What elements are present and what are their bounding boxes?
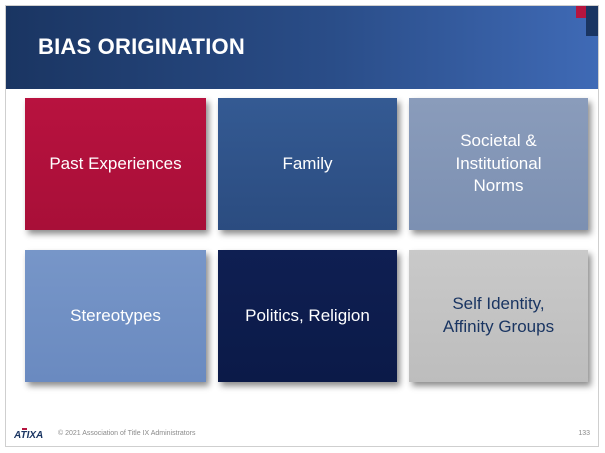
slide-title: BIAS ORIGINATION [38, 34, 245, 59]
corner-accent-blue [586, 6, 598, 36]
tile-label: Politics, Religion [245, 305, 370, 325]
tile-past-experiences: Past Experiences [25, 98, 206, 230]
tile-politics-religion: Politics, Religion [218, 250, 397, 382]
tile-label-line-3: Norms [473, 176, 524, 196]
tile-societal-institutional-norms: Societal & Institutional Norms [409, 98, 588, 230]
header-band [6, 6, 598, 89]
tile-label-line-2: Institutional [455, 153, 542, 173]
tile-label-line-2: Affinity Groups [442, 317, 555, 336]
tile-label-line-1: Societal & [460, 130, 537, 150]
footer-copyright: © 2021 Association of Title IX Administr… [58, 430, 196, 437]
tile-label: Family [282, 153, 333, 173]
tile-label: Past Experiences [49, 153, 182, 173]
tile-label-line-1: Self Identity, [452, 294, 545, 314]
tile-label: Stereotypes [70, 305, 161, 325]
tile-self-identity-affinity-groups: Self Identity, Affinity Groups [409, 250, 588, 382]
slide-frame [5, 5, 599, 447]
atixa-logo: ATIXA [14, 428, 43, 440]
tile-stereotypes: Stereotypes [25, 250, 206, 382]
page-number: 133 [578, 430, 590, 437]
corner-accent-red [576, 6, 586, 18]
tile-family: Family [218, 98, 397, 230]
atixa-logo-text: ATIXA [14, 430, 43, 440]
